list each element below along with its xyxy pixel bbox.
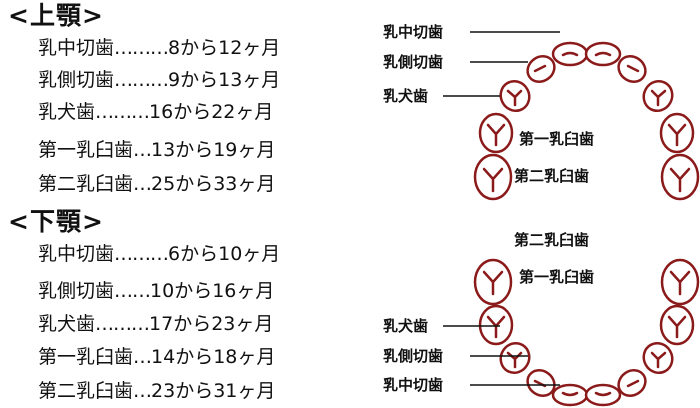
diagram-label-upper-canine: 乳犬歯	[383, 87, 428, 105]
diagram-label-lower-second-molar: 第二乳臼歯	[514, 231, 589, 249]
diagram-label-upper-second-molar: 第二乳臼歯	[514, 167, 589, 185]
upper-second-molar-right	[662, 155, 698, 199]
diagram-label-lower-lateral: 乳側切歯	[383, 347, 443, 365]
diagram-label-lower-canine: 乳犬歯	[383, 317, 428, 335]
upper-canine-left	[495, 76, 534, 116]
diagram-label-upper-lateral: 乳側切歯	[383, 53, 443, 71]
diagram-label-lower-central: 乳中切歯	[383, 376, 443, 394]
upper-central-incisor-right	[586, 43, 620, 65]
upper-first-molar-right	[661, 114, 693, 152]
lower-central-incisor-left	[553, 385, 587, 405]
diagram-label-lower-first-molar: 第一乳臼歯	[519, 268, 594, 286]
lower-first-molar-right	[661, 306, 693, 344]
upper-first-molar-left	[480, 114, 512, 152]
diagram-label-upper-first-molar: 第一乳臼歯	[519, 130, 594, 148]
lower-first-molar-left	[480, 306, 512, 344]
lower-central-incisor-right	[586, 385, 620, 405]
lower-second-molar-left	[475, 260, 511, 304]
upper-second-molar-left	[475, 155, 511, 199]
upper-central-incisor-left	[553, 43, 587, 65]
diagram-label-upper-central: 乳中切歯	[383, 23, 443, 41]
lower-second-molar-right	[662, 260, 698, 304]
upper-canine-right	[638, 76, 677, 116]
